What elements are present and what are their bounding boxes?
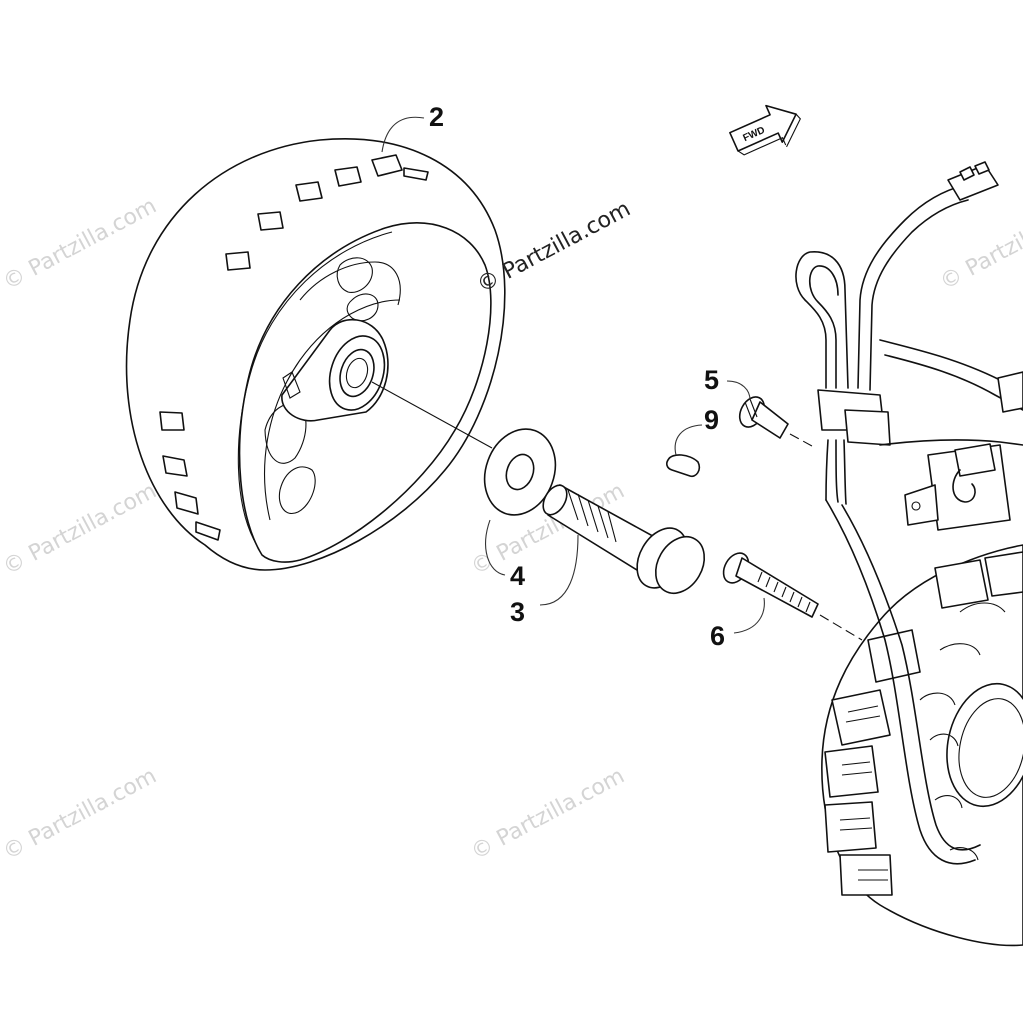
callout-5: 5 bbox=[704, 365, 719, 395]
screw-6 bbox=[722, 552, 819, 618]
assembly-line-3 bbox=[819, 614, 863, 641]
stator bbox=[795, 161, 1023, 947]
watermark-faint-6: © Partzilla.com bbox=[936, 194, 1023, 296]
assembly-line-1 bbox=[371, 381, 493, 449]
cap-screw-5 bbox=[738, 396, 789, 439]
watermark-faint-5: © Partzilla.com bbox=[467, 764, 629, 866]
callout-2: 2 bbox=[429, 102, 444, 132]
rim-lugs bbox=[159, 154, 429, 541]
callout-6: 6 bbox=[710, 621, 725, 651]
callout-9: 9 bbox=[704, 405, 719, 435]
flywheel-bolt bbox=[542, 484, 706, 595]
callouts: 2 4 3 5 9 6 bbox=[429, 102, 725, 651]
watermark-faint-1: © Partzilla.com bbox=[0, 194, 161, 296]
forward-arrow: FWD bbox=[729, 104, 801, 156]
callout-3: 3 bbox=[510, 597, 525, 627]
watermark-faint-3: © Partzilla.com bbox=[0, 764, 161, 866]
assembly-line-2 bbox=[789, 433, 813, 447]
watermark-faint-2: © Partzilla.com bbox=[0, 479, 161, 581]
woodruff-key bbox=[666, 454, 701, 478]
flywheel bbox=[125, 138, 506, 571]
callout-4: 4 bbox=[510, 561, 525, 591]
washer bbox=[483, 428, 557, 516]
callout-leaders bbox=[381, 116, 765, 634]
stator-coils bbox=[824, 551, 1023, 896]
